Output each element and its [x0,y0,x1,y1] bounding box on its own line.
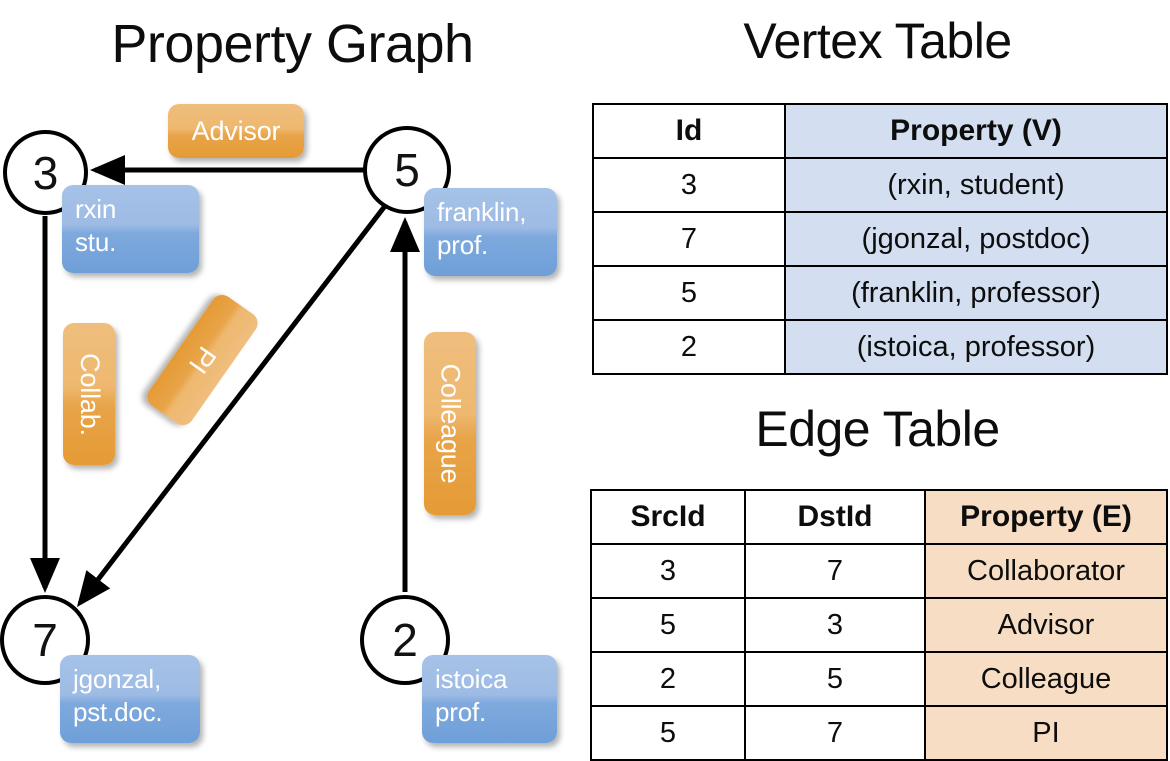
page-title-edge-table: Edge Table [755,401,1000,457]
vertex-table-cell-property: (franklin, professor) [784,265,1168,321]
graph-vertex-3-label: 3 [32,146,59,199]
vertex-property-7-line2: pst.doc. [73,697,163,727]
edge-table-cell-property: Collaborator [924,543,1168,599]
edge-table-cell-src: 5 [590,597,746,653]
vertex-property-box-5[interactable]: franklin, prof. [424,188,557,276]
vertex-table-cell-property: (jgonzal, postdoc) [784,211,1168,267]
graph-edge-arrows [30,155,420,607]
edge-table-cell-dst: 7 [744,705,926,761]
edge-table-cell-property: Colleague [924,651,1168,707]
vertex-table-cell-id: 2 [592,319,786,375]
edge-table: SrcId DstId Property (E) 3 7 Collaborato… [590,489,1168,761]
table-row: 5 (franklin, professor) [592,265,1168,321]
table-row: 3 7 Collaborator [590,543,1168,599]
edge-table-cell-dst: 7 [744,543,926,599]
page-title-vertex-table: Vertex Table [743,13,1012,69]
table-row: 5 3 Advisor [590,597,1168,653]
vertex-property-3-line1: rxin [75,194,117,224]
vertex-property-2-line2: prof. [435,697,487,727]
edge-label-colleague[interactable]: Colleague [424,332,476,515]
table-row: 5 7 PI [590,705,1168,761]
vertex-table-cell-property: (rxin, student) [784,157,1168,213]
vertex-table-col-property: Property (V) [784,103,1168,159]
edge-arrow-5-to-7 [76,204,387,607]
edge-table-header-row: SrcId DstId Property (E) [590,489,1168,545]
edge-table-cell-src: 3 [590,543,746,599]
property-graph-diagram: 3 5 7 2 rxin stu. franklin, prof. jgonza… [0,0,585,760]
graph-vertex-5-label: 5 [394,144,420,196]
vertex-table-header-row: Id Property (V) [592,103,1168,159]
vertex-table-cell-id: 5 [592,265,786,321]
vertex-table: Id Property (V) 3 (rxin, student) 7 (jgo… [592,103,1168,375]
edge-label-colleague-text: Colleague [435,363,466,484]
edge-table-cell-src: 2 [590,651,746,707]
edge-label-collab[interactable]: Collab. [63,323,115,465]
edge-table-cell-dst: 3 [744,597,926,653]
edge-label-advisor[interactable]: Advisor [168,104,304,158]
vertex-table-cell-id: 7 [592,211,786,267]
graph-vertex-2[interactable]: 2 [360,595,450,685]
edge-table-cell-property: Advisor [924,597,1168,653]
edge-table-cell-property: PI [924,705,1168,761]
vertex-property-2-line1: istoica [435,664,508,694]
edge-table-col-property: Property (E) [924,489,1168,545]
graph-vertex-2-label: 2 [392,614,418,666]
edge-table-cell-src: 5 [590,705,746,761]
edge-table-col-dstid: DstId [744,489,926,545]
vertex-table-cell-property: (istoica, professor) [784,319,1168,375]
table-row: 2 5 Colleague [590,651,1168,707]
vertex-property-7-line1: jgonzal, [73,664,162,694]
table-row: 3 (rxin, student) [592,157,1168,213]
vertex-property-box-3[interactable]: rxin stu. [62,185,199,273]
edge-table-cell-dst: 5 [744,651,926,707]
page-title-property-graph: Property Graph [111,14,474,74]
vertex-table-cell-id: 3 [592,157,786,213]
edge-label-collab-text: Collab. [74,352,105,436]
vertex-property-box-7[interactable]: jgonzal, pst.doc. [60,655,200,743]
vertex-property-5-line1: franklin, [437,197,527,227]
vertex-property-3-line2: stu. [75,227,117,257]
table-row: 2 (istoica, professor) [592,319,1168,375]
graph-vertex-7-label: 7 [32,614,58,666]
graph-vertex-5[interactable]: 5 [363,126,451,214]
edge-table-col-srcid: SrcId [590,489,746,545]
vertex-property-5-line2: prof. [437,230,489,260]
vertex-table-col-id: Id [592,103,786,159]
edge-label-pi-text: PI [183,341,223,380]
edge-label-advisor-text: Advisor [191,115,281,146]
vertex-property-box-2[interactable]: istoica prof. [422,655,557,743]
table-row: 7 (jgonzal, postdoc) [592,211,1168,267]
